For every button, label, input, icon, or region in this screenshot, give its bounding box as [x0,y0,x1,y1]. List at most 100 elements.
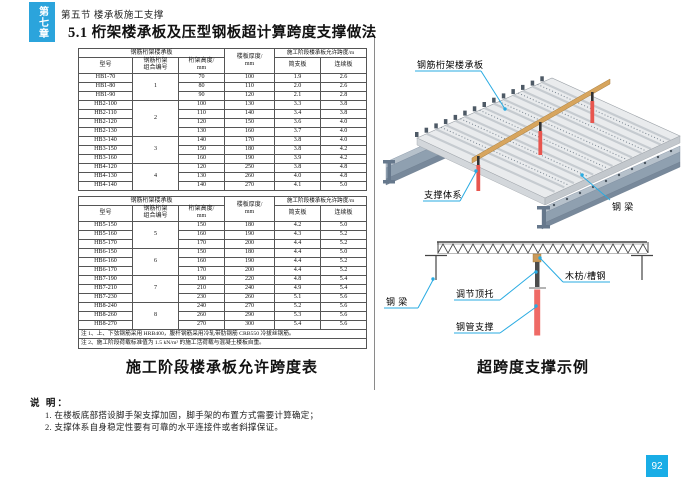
steel-beam-right-support [631,254,653,280]
header-truss-height: 桁架高度/ mm [177,204,226,222]
table-cell: 4.9 [274,283,322,294]
table-cell: 160 [177,153,226,164]
label-adjustable-jack: 调节顶托 [456,288,494,299]
table-note-2: 注 2、施工阶段荷载标准值为 1.5 kN/m² 的施工活荷载与混凝土楼板自重。 [77,338,368,349]
table-cell: 110 [224,81,276,92]
table-cell: HB2-110 [78,108,133,119]
table-cell: 190 [224,229,276,240]
table-cell: 120 [177,117,226,128]
table-cell: 3.8 [320,108,368,119]
table-cell: HB8-270 [78,319,133,330]
table-note-1: 注 1、上、下弦钢筋采用 HRB400，腹杆钢筋采用冷轧带肋钢筋 CRB550 … [77,328,368,340]
table-cell: 5.0 [320,180,368,191]
table-cell: 190 [224,256,276,267]
header-truss-height: 桁架高度/ mm [177,56,226,74]
table-cell: 2.6 [320,81,368,92]
header-group-span: 施工阶段楼承板允许跨度/m [274,196,368,206]
table-cell: 3.3 [274,99,322,110]
table-cell: 4.0 [320,135,368,146]
table-cell: 260 [224,292,276,303]
header-combo: 钢筋桁架 组合编号 [132,56,179,74]
span-table-lower: 钢筋桁架楼承板 楼板厚度/ mm 施工阶段楼承板允许跨度/m 型号 钢筋桁架 组… [77,196,368,349]
table-cell: 5.4 [320,274,368,285]
table-cell: 70 [177,72,226,83]
table-cell: HB2-120 [78,117,133,128]
table-cell: 140 [177,180,226,191]
table-cell: HB4-130 [78,171,133,182]
label-steel-pipe: 钢管支撑 [456,321,494,332]
table-cell: 220 [224,274,276,285]
table-cell: 4.8 [320,162,368,173]
table-cell: 180 [224,144,276,155]
label-steel-beam: 钢 梁 [612,201,634,212]
table-cell: 240 [177,301,226,312]
table-cell: HB2-130 [78,126,133,137]
table-cell: 140 [177,135,226,146]
table-cell: 150 [177,220,226,231]
header-simple-slab: 简支板 [274,204,322,222]
table-cell: HB1-70 [78,72,133,83]
truss-end-marks [415,76,544,137]
header-group-deck: 钢筋桁架楼承板 [77,48,226,58]
table-cell: 5.2 [320,229,368,240]
label-support-system: 支撑体系 [424,189,462,200]
page-title: 5.1 桁架楼承板及压型钢板超计算跨度支撑做法 [68,25,377,41]
table-cell: 4.0 [320,117,368,128]
left-caption: 施工阶段楼承板允许跨度表 [125,360,318,376]
header-group-span: 施工阶段楼承板允许跨度/m [274,48,368,58]
table-cell: 170 [224,135,276,146]
table-cell: 130 [224,99,276,110]
header-slab-thickness: 楼板厚度/ mm [224,48,276,74]
table-cell: HB4-120 [78,162,133,173]
header-model: 型号 [78,56,133,74]
table-cell: 110 [177,108,226,119]
table-cell: 4.2 [320,144,368,155]
table-cell: 160 [177,229,226,240]
table-cell: HB3-160 [78,153,133,164]
table-cell: 5 [132,220,179,249]
support-props [476,92,595,191]
table-cell: 2 [132,99,179,137]
section-label: 第五节 楼承板施工支撑 [61,11,164,21]
leader-lines [384,257,610,334]
header-continuous-slab: 连续板 [320,204,368,222]
table-cell: HB5-170 [78,238,133,249]
table-cell: 5.6 [320,319,368,330]
leader-dots [431,256,542,308]
table-cell: 5.4 [320,283,368,294]
table-cell: 4.4 [274,238,322,249]
page-number-badge: 92 [646,455,668,477]
table-cell: 260 [224,171,276,182]
table-cell: 190 [224,153,276,164]
table-cell: HB2-100 [78,99,133,110]
table-cell: 100 [224,72,276,83]
table-cell: 300 [224,319,276,330]
steel-beam-left-support [425,254,447,280]
table-cell: 270 [224,180,276,191]
center-support-assembly [529,253,546,336]
table-cell: HB1-90 [78,90,133,101]
table-cell: 3.8 [274,144,322,155]
table-cell: 3.8 [274,162,322,173]
steel-beam-right [537,145,681,230]
table-cell: 5.2 [274,301,322,312]
leader-lines [415,70,611,202]
table-cell: 4.2 [274,220,322,231]
table-cell: 4.1 [274,180,322,191]
table-cell: HB1-80 [78,81,133,92]
table-cell: 240 [224,283,276,294]
table-cell: 260 [177,310,226,321]
table-cell: 180 [224,220,276,231]
table-cell: 5.4 [274,319,322,330]
table-cell: 180 [224,247,276,258]
